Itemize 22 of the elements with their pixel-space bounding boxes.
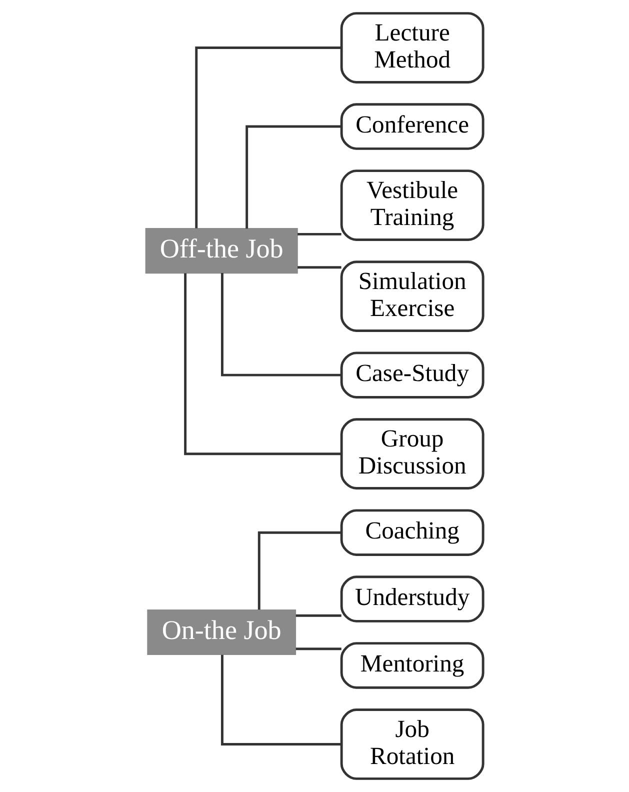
node-box: Mentoring: [340, 642, 484, 689]
connector: [258, 531, 342, 610]
node-box: Conference: [340, 103, 484, 150]
connector: [220, 273, 342, 376]
node-box: Lecture Method: [340, 12, 484, 84]
connector: [184, 273, 342, 456]
node-box: Vestibule Training: [340, 170, 484, 241]
connector: [195, 46, 342, 228]
node-box: On-the Job: [147, 610, 296, 656]
node-box: Group Discussion: [340, 418, 484, 490]
connector: [298, 232, 342, 236]
connector: [246, 125, 342, 229]
connector: [298, 266, 342, 269]
node-box: Coaching: [340, 509, 484, 556]
connector: [220, 654, 342, 746]
node-box: Understudy: [340, 576, 484, 622]
node-box: Case-Study: [340, 352, 484, 398]
connector: [296, 614, 342, 617]
node-box: Simulation Exercise: [340, 260, 484, 332]
node-box: Job Rotation: [340, 708, 484, 780]
node-box: Off-the Job: [145, 228, 298, 274]
connector: [296, 648, 342, 650]
